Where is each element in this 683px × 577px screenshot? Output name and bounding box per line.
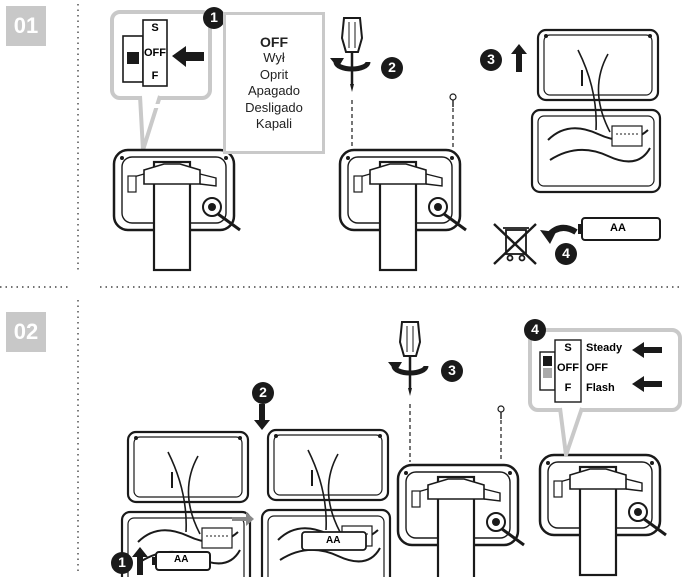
section-label-01: 01 [6,6,46,46]
s2-step-2-number: 2 [259,384,267,400]
s2-switch-label-s: S [564,342,572,354]
off-translation-box: OFF Wył Oprit Apagado Desligado Kapali [223,12,325,154]
lang-portuguese: Desligado [245,99,303,115]
s1-switch-label-off: OFF [144,47,166,59]
s2-battery-label-2: AA [326,535,341,546]
s1-step-2-number: 2 [388,59,396,75]
s1-switch-label-f: F [151,70,159,82]
lang-turkish: Kapali [255,116,293,131]
section-label-02: 02 [6,312,46,352]
lang-off: OFF [260,33,288,50]
mode-flash: Flash [586,382,615,394]
s2-battery-label-1: AA [174,554,189,565]
s2-switch-label-f: F [564,382,572,394]
mode-off: OFF [586,362,608,374]
s2-step-1-number: 1 [118,554,126,570]
lang-spanish: Apagado [247,83,301,98]
s1-step-3-number: 3 [487,51,495,67]
s1-switch-label-s: S [151,22,159,34]
s2-step-4-number: 4 [531,321,539,337]
s1-battery-label: AA [610,222,626,234]
s2-switch-label-off: OFF [557,362,579,374]
s1-step-4-number: 4 [562,245,570,261]
mode-steady: Steady [586,342,623,354]
lang-polish: Wył [263,50,285,65]
lang-dutch: Oprit [259,66,289,82]
s1-step-1-number: 1 [210,9,218,25]
s2-step-3-number: 3 [448,362,456,378]
